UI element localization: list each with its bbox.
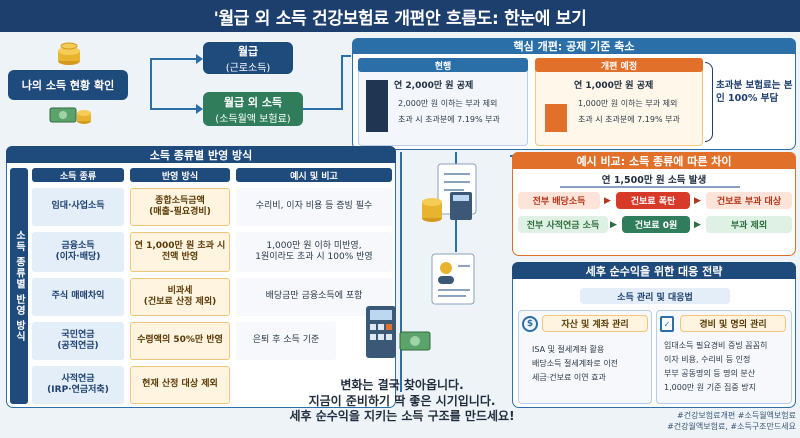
arrow-right-icon: ▶ <box>694 220 701 230</box>
strategy-header: 세후 순수익을 위한 대응 전략 <box>512 262 796 279</box>
example-r1-right: 건보료 부과 대상 <box>706 192 792 209</box>
types-vertical-text: 소득 종류별 반영 방식 <box>13 229 25 343</box>
row-1-type: 임대·사업소득 <box>32 188 124 226</box>
strategy-header-label: 세후 순수익을 위한 대응 전략 <box>585 264 723 278</box>
planned-bullet-2: 초과 시 초과분에 7.19% 부과 <box>578 115 680 124</box>
strategy-left-item-2: 배당소득 절세계좌로 이전 <box>532 359 619 368</box>
row-1-note: 수리비, 이자 비용 등 증빙 필수 <box>236 188 392 226</box>
example-r2-mid: 건보료 0원 <box>622 216 690 233</box>
nonsalary-line1: 월급 외 소득 <box>223 95 283 109</box>
col-note-header: 예시 및 비고 <box>236 168 392 182</box>
strategy-sub: 소득 관리 및 대응법 <box>580 288 730 304</box>
col-type-header: 소득 종류 <box>32 168 124 182</box>
types-header-label: 소득 종류별 반영 방식 <box>149 148 253 162</box>
arrow-right-icon: ▶ <box>610 220 617 230</box>
core-header-label: 핵심 개편: 공제 기준 축소 <box>513 40 635 53</box>
row-3-type: 주식 매매차익 <box>32 278 124 316</box>
flow-line <box>150 108 200 110</box>
flow-line <box>303 108 343 110</box>
flow-line <box>400 152 402 392</box>
flow-line <box>341 55 343 110</box>
closing-line-1: 변화는 결국 찾아옵니다. <box>340 378 464 392</box>
current-bullet-1: 2,000만 원 이하는 부과 제외 <box>398 99 498 108</box>
col-method-header: 반영 방식 <box>130 168 230 182</box>
start-box: 나의 소득 현황 확인 <box>8 70 128 100</box>
example-r2-left: 전부 사적연금 소득 <box>518 216 608 233</box>
example-header: 예시 비교: 소득 종류에 따른 차이 <box>512 152 796 169</box>
nonsalary-line2: (소득월액 보험료) <box>215 113 291 125</box>
strategy-right-item-3: 부부 공동명의 등 명의 분산 <box>664 369 756 378</box>
types-vertical-label: 소득 종류별 반영 방식 <box>10 168 28 404</box>
planned-deduct: 연 1,000만 원 공제 <box>574 81 654 91</box>
strategy-right-item-4: 1,000만 원 기준 집중 방지 <box>664 383 756 392</box>
row-4-note: 은퇴 후 소득 기준 <box>236 322 336 360</box>
strategy-left-item-3: 세금·건보료 이연 효과 <box>532 373 606 382</box>
closing-line-2: 지금이 준비하기 딱 좋은 시기입니다. <box>308 393 496 408</box>
core-side-note: 초과분 보험료는 본인 100% 부담 <box>716 80 793 104</box>
strategy-left-title: 자산 및 계좌 관리 <box>542 315 648 332</box>
strategy-right-title: 경비 및 명의 관리 <box>680 315 786 332</box>
flow-line <box>150 58 152 110</box>
types-header: 소득 종류별 반영 방식 <box>6 146 396 163</box>
row-4-method: 수령액의 50%만 반영 <box>130 322 230 360</box>
planned-label: 개편 예정 <box>535 58 703 72</box>
row-5-method: 현재 산정 대상 제외 <box>130 366 230 404</box>
current-bullet-2: 초과 시 초과분에 7.19% 부과 <box>398 115 500 124</box>
hashtag-line-1: #건강보험료개편 #소득월액보험료 <box>677 411 796 420</box>
calculator-document-icon <box>420 162 484 224</box>
page-title: '월급 외 소득 건강보험료 개편안 흐름도: 한눈에 보기 <box>0 0 800 32</box>
planned-bullet-1: 1,000만 원 이하는 부과 제외 <box>578 99 678 108</box>
profile-document-icon <box>426 252 480 306</box>
row-2-note: 1,000만 원 이하 미반영, 1원이라도 초과 시 100% 반영 <box>236 232 392 272</box>
hashtag-line-2: #건강월액보험료, #소득구조만드세요 <box>667 422 796 432</box>
example-r1-left: 전부 배당소득 <box>518 192 600 209</box>
salary-line1: 월급 <box>237 44 259 58</box>
nonsalary-box: 월급 외 소득 (소득월액 보험료) <box>203 92 303 126</box>
calculator-cash-icon <box>362 302 434 364</box>
row-1-method: 종합소득금액 (매출-필요경비) <box>130 188 230 226</box>
current-bar <box>366 80 388 132</box>
cash-icon <box>48 104 92 126</box>
hashtags: #건강보험료개편 #소득월액보험료 #건강월액보험료, #소득구조만드세요 <box>596 410 796 432</box>
start-label: 나의 소득 현황 확인 <box>21 79 115 92</box>
example-r2-right: 부과 제외 <box>706 216 792 233</box>
current-deduct: 연 2,000만 원 공제 <box>394 81 474 91</box>
example-r1-mid: 건보료 폭탄 <box>616 192 690 209</box>
brace-icon <box>705 62 713 142</box>
row-3-method: 비과세 (건보료 산정 제외) <box>130 278 230 316</box>
row-2-type: 금융소득 (이자·배당) <box>32 232 124 272</box>
document-check-icon: ✓ <box>660 316 674 332</box>
example-subtitle: 연 1,500만 원 소득 발생 <box>601 175 707 186</box>
arrow-right-icon: ▶ <box>604 196 611 206</box>
coin-stack-icon <box>55 40 83 66</box>
arrow-right-icon: ▶ <box>694 196 701 206</box>
arrow-icon <box>196 104 203 114</box>
example-header-label: 예시 비교: 소득 종류에 따른 차이 <box>576 154 732 168</box>
salary-box: 월급 (근로소득) <box>203 42 293 74</box>
flow-line <box>150 58 200 60</box>
cycle-icon: $ <box>522 316 538 332</box>
core-header: 핵심 개편: 공제 기준 축소 <box>352 38 796 54</box>
strategy-right-item-2: 이자 비용, 수리비 등 인정 <box>664 355 751 364</box>
closing-message: 변화는 결국 찾아옵니다. 지금이 준비하기 딱 좋은 시기입니다. 세후 순수… <box>272 378 532 425</box>
arrow-icon <box>196 54 203 64</box>
row-5-type: 사적연금 (IRP·연금저축) <box>32 366 124 404</box>
row-4-type: 국민연금 (공적연금) <box>32 322 124 360</box>
planned-bar <box>545 104 567 132</box>
flow-line <box>341 55 351 57</box>
strategy-right-item-1: 임대소득 필요경비 증빙 꼼꼼히 <box>664 341 768 350</box>
current-label: 현행 <box>358 58 528 72</box>
strategy-left-item-1: ISA 및 절세계좌 활용 <box>532 345 605 354</box>
row-3-note: 배당금만 금융소득에 포함 <box>236 278 392 316</box>
row-2-method: 연 1,000만 원 초과 시 전액 반영 <box>130 232 230 272</box>
salary-line2: (근로소득) <box>225 62 271 74</box>
closing-line-3: 세후 순수익을 지키는 소득 구조를 만드세요! <box>289 409 515 424</box>
example-split-line <box>560 186 740 188</box>
